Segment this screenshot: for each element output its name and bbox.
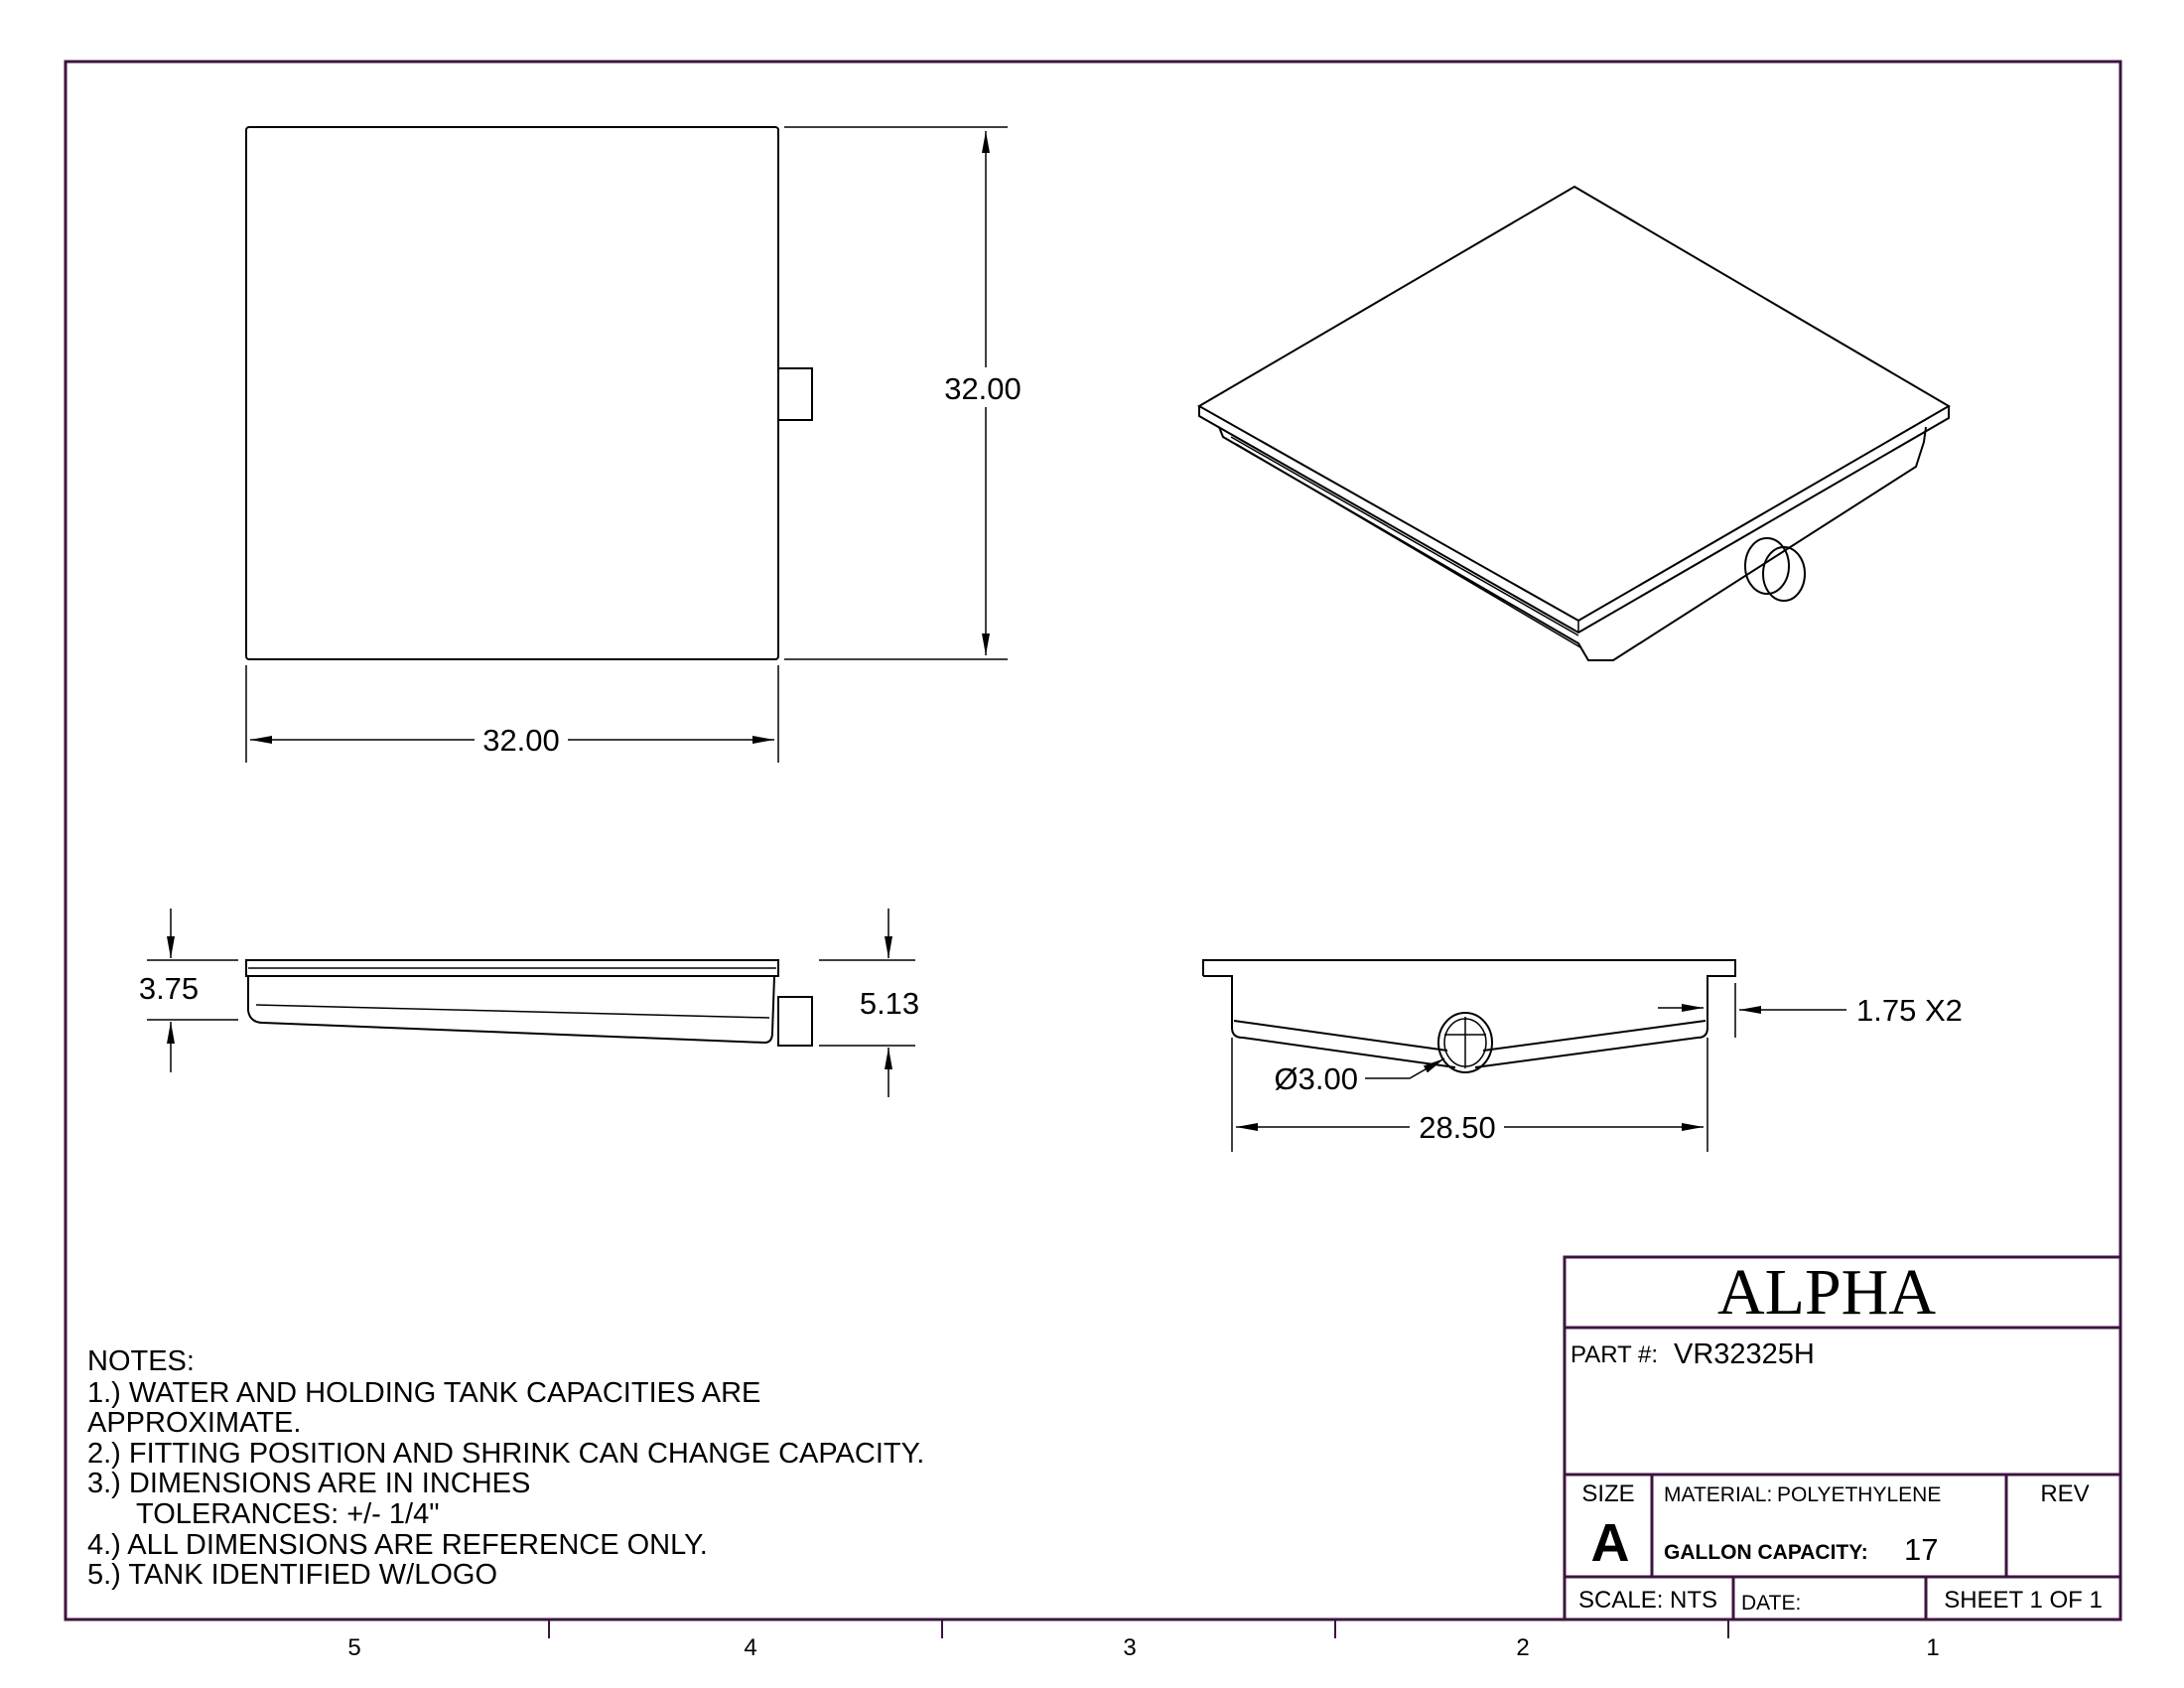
- sheet-label: SHEET 1 OF 1: [1944, 1587, 2103, 1614]
- title-block: ALPHA PART #: VR32325H SIZE A MATERIAL: …: [1563, 1255, 2122, 1621]
- size-value: A: [1591, 1513, 1630, 1573]
- fitting-circle: [1437, 1012, 1493, 1073]
- dimension-height: 32.00: [944, 371, 1022, 406]
- notes: NOTES: 1.) WATER AND HOLDING TANK CAPACI…: [87, 1345, 924, 1591]
- zone-label: 5: [347, 1634, 360, 1661]
- size-label: SIZE: [1581, 1480, 1634, 1507]
- dimension-width: 28.50: [1419, 1110, 1496, 1145]
- isometric-view: [1196, 185, 1951, 661]
- note-line: 5.) TANK IDENTIFIED W/LOGO: [87, 1559, 497, 1591]
- note-line: 3.) DIMENSIONS ARE IN INCHES: [87, 1468, 530, 1499]
- note-line: TOLERANCES: +/- 1/4": [136, 1498, 440, 1530]
- zone-label: 1: [1926, 1634, 1939, 1661]
- zone-label: 3: [1123, 1634, 1136, 1661]
- top-view: 32.00 32.00: [245, 126, 1022, 763]
- material-value: POLYETHYLENE: [1777, 1483, 1941, 1506]
- company-name: ALPHA: [1717, 1256, 1936, 1329]
- notes-title: NOTES:: [87, 1345, 195, 1377]
- note-line: 2.) FITTING POSITION AND SHRINK CAN CHAN…: [87, 1438, 924, 1470]
- note-line: 4.) ALL DIMENSIONS ARE REFERENCE ONLY.: [87, 1529, 708, 1561]
- fitting-outline: [1744, 537, 1790, 595]
- scale-label: SCALE: NTS: [1578, 1587, 1717, 1614]
- material-label: MATERIAL:: [1664, 1483, 1772, 1506]
- end-view: 28.50 Ø3.00 1.75 X2: [1202, 959, 1963, 1152]
- dimension-width: 32.00: [482, 723, 560, 758]
- note-line: APPROXIMATE.: [87, 1407, 301, 1439]
- side-view: 3.75 5.13: [139, 909, 919, 1097]
- dimension-diameter: Ø3.00: [1275, 1061, 1358, 1096]
- dimension-left-height: 3.75: [139, 971, 199, 1006]
- dimension-lip: 1.75 X2: [1856, 993, 1963, 1028]
- zone-label: 2: [1516, 1634, 1529, 1661]
- capacity-label: GALLON CAPACITY:: [1664, 1541, 1868, 1564]
- zone-label: 4: [744, 1634, 756, 1661]
- part-label: PART #:: [1570, 1341, 1658, 1368]
- zone-markers: 5 4 3 2 1: [347, 1619, 1940, 1661]
- drawing-border: [64, 60, 2122, 1621]
- date-label: DATE:: [1741, 1592, 1801, 1615]
- note-line: 1.) WATER AND HOLDING TANK CAPACITIES AR…: [87, 1377, 760, 1409]
- rev-label: REV: [2040, 1480, 2089, 1507]
- fitting-outline: [777, 996, 813, 1047]
- capacity-value: 17: [1904, 1532, 1938, 1567]
- fitting-outline: [777, 367, 813, 421]
- part-number: VR32325H: [1674, 1338, 1815, 1370]
- dimension-right-height: 5.13: [860, 986, 919, 1021]
